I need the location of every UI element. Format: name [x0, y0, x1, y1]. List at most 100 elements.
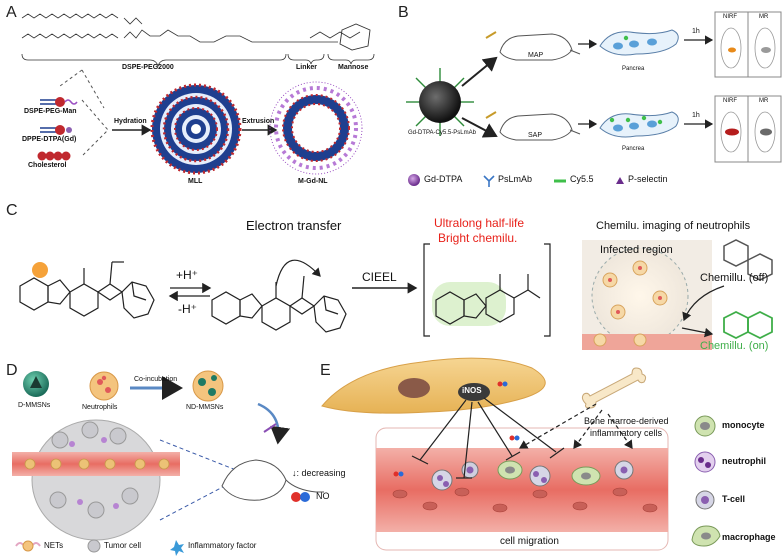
pancreas-sap-icon — [599, 111, 679, 138]
probe-on-icon — [723, 310, 773, 340]
nd-mmsns-label: ND-MMSNs — [186, 404, 224, 411]
macrophage-legend-label: macrophage — [722, 532, 776, 542]
dppe-dtpa-gd-label: DPPE-DTPA(Gd) — [22, 136, 77, 143]
lipid-tail-2 — [21, 33, 119, 39]
inos-label: iNOS — [462, 386, 482, 395]
electron-transfer-arrow — [275, 259, 321, 287]
sap-mouse-icon — [499, 113, 581, 141]
nirf-label-sap: NIRF — [723, 98, 737, 104]
off-to-on-arrow — [682, 285, 725, 322]
blood-vessel-d — [12, 452, 180, 476]
pancreas-map-icon — [599, 29, 679, 56]
brace-dspe-peg — [21, 53, 287, 68]
bone-marrow-label-1: Bone marroe-derived — [584, 416, 669, 426]
nirf-label-map: NIRF — [723, 14, 737, 20]
mannose-ring — [339, 23, 371, 51]
panel-a-graphics — [21, 13, 375, 175]
map-mouse-icon — [499, 33, 581, 61]
chemilu-on-label: Chemillu. (on) — [700, 340, 769, 352]
syringe-map-icon — [485, 31, 497, 39]
minus-h-label: -H⁺ — [178, 302, 197, 316]
bright-chemilu-label: Bright chemilu. — [438, 231, 518, 245]
nirf-signal-map — [728, 47, 736, 53]
no-legend-blue-icon — [300, 492, 310, 502]
gd-dtpa-legend-label: Gd-DTPA — [424, 174, 463, 184]
ultralong-label: Ultralong half-life — [434, 216, 525, 230]
nets-legend-label: NETs — [44, 541, 64, 550]
connector-dashed — [59, 69, 105, 109]
injection-arrow — [257, 402, 291, 445]
p-selectin-legend-icon — [616, 177, 624, 184]
map-label: MAP — [528, 52, 544, 59]
on-arrow — [681, 327, 714, 338]
mr-label-map: MR — [759, 14, 769, 20]
probe-arrow-map — [461, 56, 498, 87]
bone-marrow-arrows — [518, 403, 633, 449]
pslmab-legend-icon — [483, 175, 495, 187]
panel-a-letter: A — [6, 4, 17, 21]
decreasing-label: ↓: decreasing — [292, 468, 346, 478]
co-incubation-label: Co-incubation — [134, 376, 178, 383]
dspe-peg-man-label: DSPE-PEG-Man — [24, 108, 77, 115]
m-gd-nl-label: M-Gd-NL — [298, 178, 328, 185]
tumor-cell-legend-label: Tumor cell — [104, 541, 142, 550]
monocyte-legend-label: monocyte — [722, 420, 765, 430]
pancreas-label-map: Pancrea — [622, 66, 645, 72]
inflammatory-factor-legend-icon — [170, 540, 184, 556]
sap-label: SAP — [528, 132, 543, 139]
nd-mmsns-icon — [192, 370, 224, 402]
vessel-cells — [431, 460, 634, 491]
inos-inhibition-lines — [411, 397, 565, 479]
panel-e-letter: E — [320, 362, 331, 379]
plus-h-label: +H⁺ — [176, 268, 199, 282]
bone-icon — [581, 367, 647, 409]
dppe-dtpa-gd-icon — [40, 125, 72, 135]
bracket-right — [544, 243, 551, 337]
panel-e-graphics — [291, 357, 721, 551]
infected-region-label: Infected region — [600, 244, 673, 256]
dspe-peg-man-icon — [40, 97, 78, 107]
no-legend-red-icon — [291, 492, 301, 502]
panel-d-graphics — [12, 370, 324, 556]
molecule-protonated — [19, 261, 155, 319]
panel-b-graphics — [406, 11, 782, 187]
mr-signal-map — [761, 47, 771, 53]
electron-transfer-label: Electron transfer — [246, 218, 342, 233]
m-gd-nl-liposome — [269, 81, 363, 175]
macrophage-legend-icon — [691, 525, 721, 547]
probe-off-icon — [723, 239, 773, 281]
neutrophil-icon-d — [89, 371, 119, 401]
d-mmsns-label: D-MMSNs — [18, 402, 51, 409]
peg-chain — [123, 17, 338, 43]
panel-c-graphics — [19, 239, 773, 350]
syringe-sap-icon — [485, 111, 497, 119]
neutrophil-legend-label: neutrophil — [722, 456, 766, 466]
tumor-cell-legend-icon — [87, 539, 101, 553]
mr-label-sap: MR — [759, 98, 769, 104]
endothelial-cell — [321, 357, 546, 414]
nirf-signal-sap — [725, 128, 739, 136]
linker-label: Linker — [296, 64, 318, 71]
molecule-phenolate — [211, 275, 347, 333]
dspe-peg2000-label: DSPE-PEG2000 — [122, 64, 174, 71]
phenol-h-highlight — [32, 262, 48, 278]
cell-nucleus — [398, 378, 430, 398]
panel-b-letter: B — [398, 4, 409, 21]
hydration-label: Hydration — [114, 118, 147, 125]
cholesterol-label: Cholesterol — [28, 162, 67, 169]
brace-linker — [287, 53, 325, 65]
mannose-label: Mannose — [338, 64, 369, 71]
no-label: NO — [316, 491, 330, 501]
panel-d-letter: D — [6, 362, 18, 379]
panel-c-letter: C — [6, 202, 18, 219]
molecule-excited-ester — [435, 274, 541, 325]
time-label-sap: 1h — [692, 112, 700, 119]
inflammatory-factor-legend-label: Inflammatory factor — [188, 541, 257, 550]
bone-marrow-label-2: inflammatory cells — [590, 428, 663, 438]
extrusion-label: Extrusion — [242, 118, 275, 125]
tissue-strip — [582, 334, 712, 350]
cholesterol-icon — [37, 151, 71, 161]
gd-dtpa-legend-icon — [408, 174, 420, 186]
infected-region-circle — [591, 247, 689, 345]
